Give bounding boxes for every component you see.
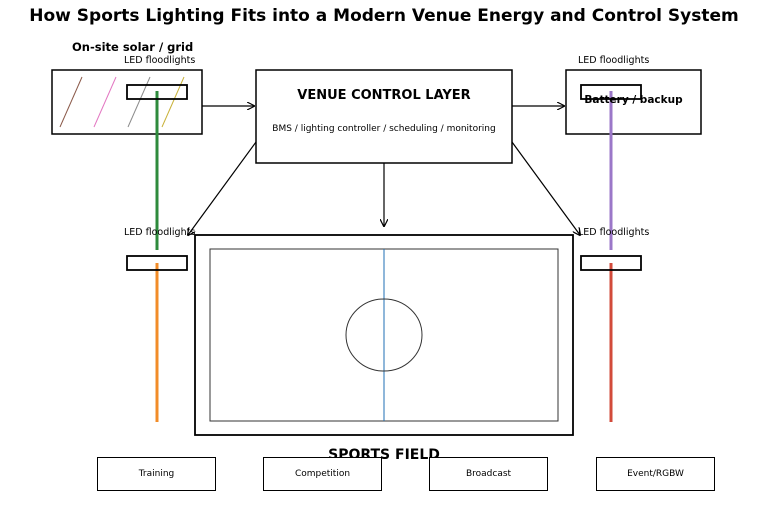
mode-training: Training	[97, 457, 216, 491]
control-layer-box	[255, 69, 513, 164]
control-layer-title: VENUE CONTROL LAYER	[297, 88, 471, 103]
arrow-control-to-right-light	[511, 141, 580, 235]
energy-source-label: On-site solar / grid	[72, 40, 194, 54]
mode-broadcast: Broadcast	[429, 457, 548, 491]
floodlight-label: LED floodlights	[578, 55, 650, 66]
arrow-control-to-left-light	[188, 141, 257, 235]
mode-event-rgbw: Event/RGBW	[596, 457, 715, 491]
solar-panel-stripe	[93, 76, 117, 128]
floodlight-label: LED floodlights	[124, 227, 196, 238]
floodlight-head	[580, 255, 642, 271]
solar-grid-box	[51, 69, 203, 135]
solar-panel-stripe	[59, 76, 83, 128]
battery-box	[565, 69, 702, 135]
diagram-title: How Sports Lighting Fits into a Modern V…	[29, 6, 739, 26]
floodlight-head	[126, 84, 188, 100]
floodlight-label: LED floodlights	[578, 227, 650, 238]
floodlight-head	[580, 84, 642, 100]
floodlight-label: LED floodlights	[124, 55, 196, 66]
control-layer-subtitle: BMS / lighting controller / scheduling /…	[272, 124, 496, 134]
storage-label: Battery / backup	[584, 94, 683, 106]
field-center-circle	[345, 298, 423, 372]
floodlight-head	[126, 255, 188, 271]
mode-competition: Competition	[263, 457, 382, 491]
